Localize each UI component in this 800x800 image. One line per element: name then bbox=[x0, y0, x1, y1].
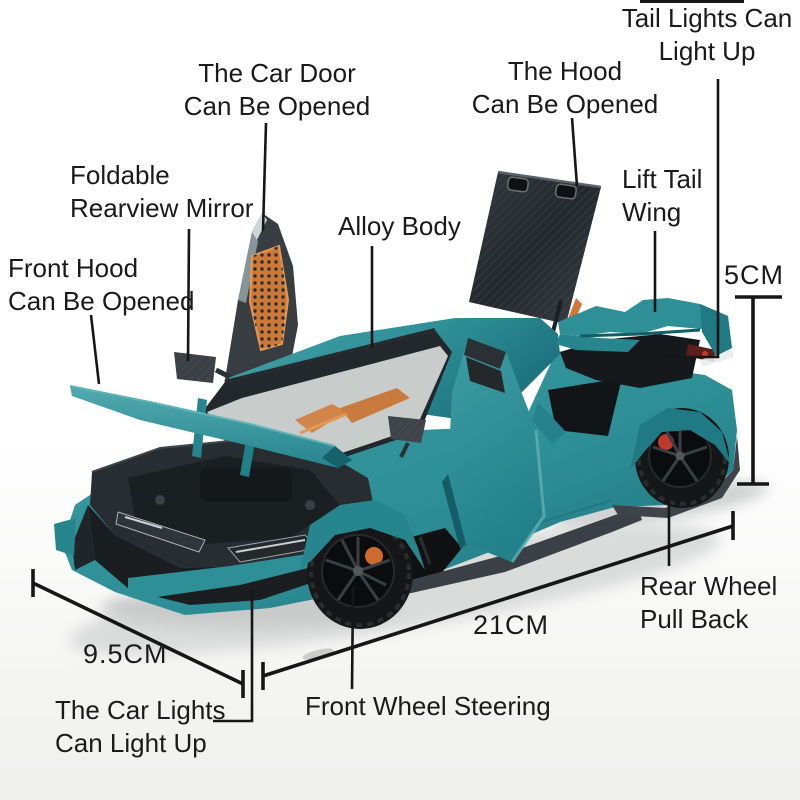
wheel-arches bbox=[300, 408, 735, 570]
label-foldable-mirror: Foldable Rearview Mirror bbox=[70, 159, 253, 225]
top-edge-line bbox=[640, 0, 744, 3]
rear-wing bbox=[556, 298, 732, 356]
leader-car-lights bbox=[213, 589, 254, 723]
front-wheel bbox=[307, 517, 413, 629]
measure-width-line bbox=[32, 581, 244, 686]
label-lift-tail-wing: Lift Tail Wing bbox=[622, 163, 702, 229]
leader-tail-lights bbox=[658, 79, 720, 359]
front-brake-caliper bbox=[365, 547, 383, 565]
label-line: Can Be Opened bbox=[8, 286, 195, 316]
label-line: Foldable bbox=[70, 160, 170, 190]
open-carbon-hood bbox=[469, 170, 602, 353]
near-scissor-door bbox=[442, 338, 546, 563]
measurement-lines bbox=[31, 295, 782, 698]
label-line: The Hood bbox=[507, 56, 623, 86]
label-line: Alloy Body bbox=[338, 211, 461, 241]
headlight-left bbox=[115, 511, 206, 553]
label-line: Wing bbox=[622, 197, 682, 227]
leader-lines bbox=[89, 0, 744, 723]
label-line: Can Be Opened bbox=[471, 89, 659, 119]
label-hood: The Hood Can Be Opened bbox=[465, 55, 665, 121]
label-car-lights: The Car Lights Can Light Up bbox=[55, 694, 226, 760]
watermark-smudge bbox=[302, 648, 334, 660]
far-rearview-mirror bbox=[174, 352, 242, 385]
side-intake bbox=[548, 378, 622, 436]
label-tail-lights: Tail Lights Can Light Up bbox=[618, 2, 796, 68]
measurement-length: 21CM bbox=[473, 610, 550, 640]
measurement-wing-height: 5CM bbox=[724, 260, 785, 290]
label-front-hood: Front Hood Can Be Opened bbox=[8, 252, 194, 318]
leader-car-door bbox=[261, 122, 268, 232]
leader-mirror bbox=[186, 228, 191, 362]
label-line: Pull Back bbox=[640, 604, 749, 634]
measure-length-line bbox=[262, 524, 734, 678]
label-line: Rear Wheel bbox=[640, 571, 778, 601]
label-front-wheel-steering: Front Wheel Steering bbox=[305, 690, 551, 723]
label-line: The Car Lights bbox=[55, 695, 226, 725]
label-rear-wheel: Rear Wheel Pull Back bbox=[640, 570, 777, 636]
label-line: Front Wheel Steering bbox=[305, 691, 551, 721]
label-line: Front Hood bbox=[8, 253, 139, 283]
label-car-door: The Car Door Can Be Opened bbox=[177, 57, 377, 123]
front-canard bbox=[54, 518, 76, 556]
label-line: Tail Lights Can bbox=[621, 3, 793, 33]
leader-hood bbox=[570, 117, 579, 187]
label-line: Can Be Opened bbox=[183, 91, 371, 121]
leader-front-hood bbox=[89, 314, 101, 385]
label-line: Light Up bbox=[658, 36, 756, 66]
label-line: Rearview Mirror bbox=[70, 193, 254, 223]
label-line: The Car Door bbox=[198, 58, 356, 88]
label-line: Can Light Up bbox=[55, 728, 207, 758]
measurement-front-width: 9.5CM bbox=[83, 639, 168, 669]
label-alloy-body: Alloy Body bbox=[338, 210, 461, 243]
far-scissor-door bbox=[220, 213, 298, 418]
label-line: Lift Tail bbox=[622, 164, 703, 194]
near-rearview-mirror bbox=[388, 416, 426, 458]
open-front-hood-flap bbox=[69, 385, 352, 477]
front-splitter-lip bbox=[128, 552, 332, 598]
leader-front-wheel bbox=[350, 586, 355, 690]
